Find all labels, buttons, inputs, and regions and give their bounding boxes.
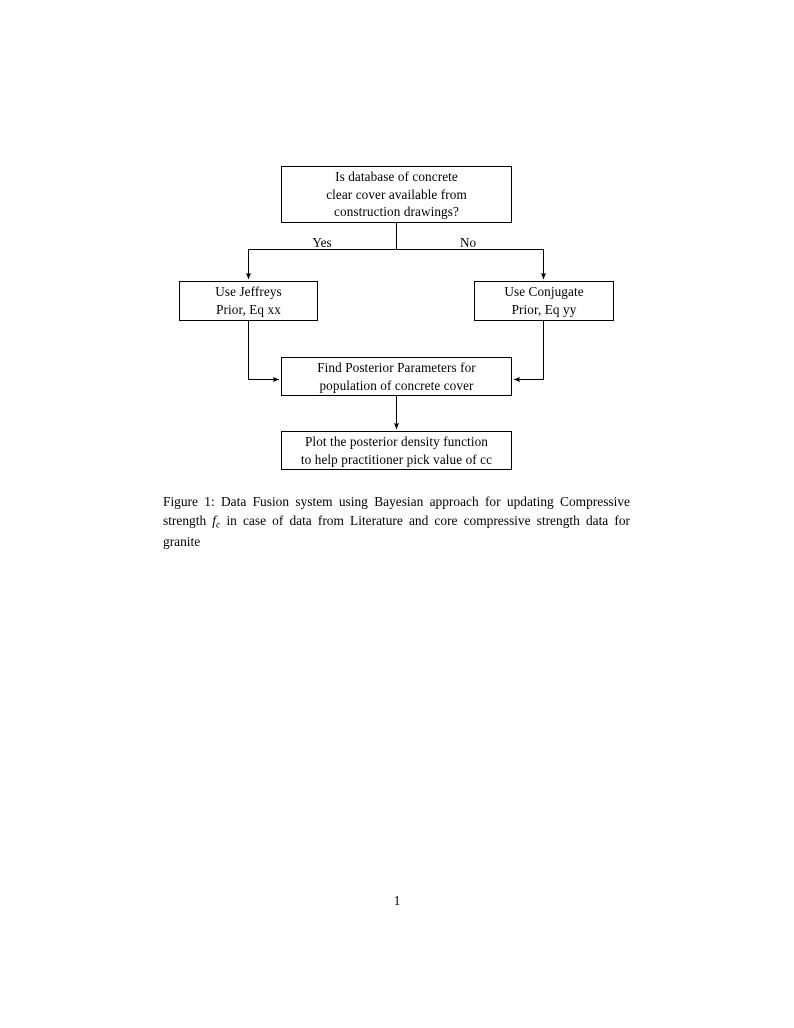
flow-node-find-posterior-parameters: Find Posterior Parameters for population… (281, 357, 512, 396)
flow-node-decision: Is database of concrete clear cover avai… (281, 166, 512, 223)
posterior-line-1: Find Posterior Parameters for (317, 359, 476, 375)
figure-caption-text-part2: in case of data from Literature and core… (163, 513, 630, 550)
conjugate-line-2: Prior, Eq yy (511, 302, 577, 317)
posterior-line-2: population of concrete cover (319, 377, 474, 393)
figure-caption-math-symbol: f (212, 513, 217, 529)
figure-caption-text-part1: Data Fusion system using Bayesian approa… (163, 494, 630, 529)
flow-node-plot-density: Plot the posterior density function to h… (281, 431, 512, 470)
jeffreys-line-2: Prior, Eq xx (216, 302, 281, 317)
figure-flowchart: Is database of concrete clear cover avai… (0, 0, 794, 490)
decision-line-2: clear cover available from (326, 186, 467, 202)
edge-conjugate-to-posterior (513, 321, 544, 383)
figure-caption-label: Figure 1: (163, 494, 215, 509)
figure-caption: Figure 1: Data Fusion system using Bayes… (163, 492, 630, 551)
plot-line-1: Plot the posterior density function (305, 433, 488, 449)
decision-line-1: Is database of concrete (335, 168, 458, 184)
conjugate-line-1: Use Conjugate (504, 284, 584, 300)
branch-label-no: No (459, 235, 477, 250)
page-number: 1 (393, 893, 401, 908)
plot-line-2: to help practitioner pick value of cc (300, 451, 493, 467)
figure-caption-math-subscript: c (216, 519, 221, 531)
flow-node-jeffreys-prior: Use Jeffreys Prior, Eq xx (179, 281, 318, 321)
flowchart-connectors (245, 223, 547, 430)
branch-label-yes: Yes (312, 235, 332, 250)
edge-jeffreys-to-posterior (248, 321, 280, 383)
flow-node-conjugate-prior: Use Conjugate Prior, Eq yy (474, 281, 614, 321)
decision-line-3: construction drawings? (334, 204, 459, 220)
jeffreys-line-1: Use Jeffreys (215, 284, 282, 300)
